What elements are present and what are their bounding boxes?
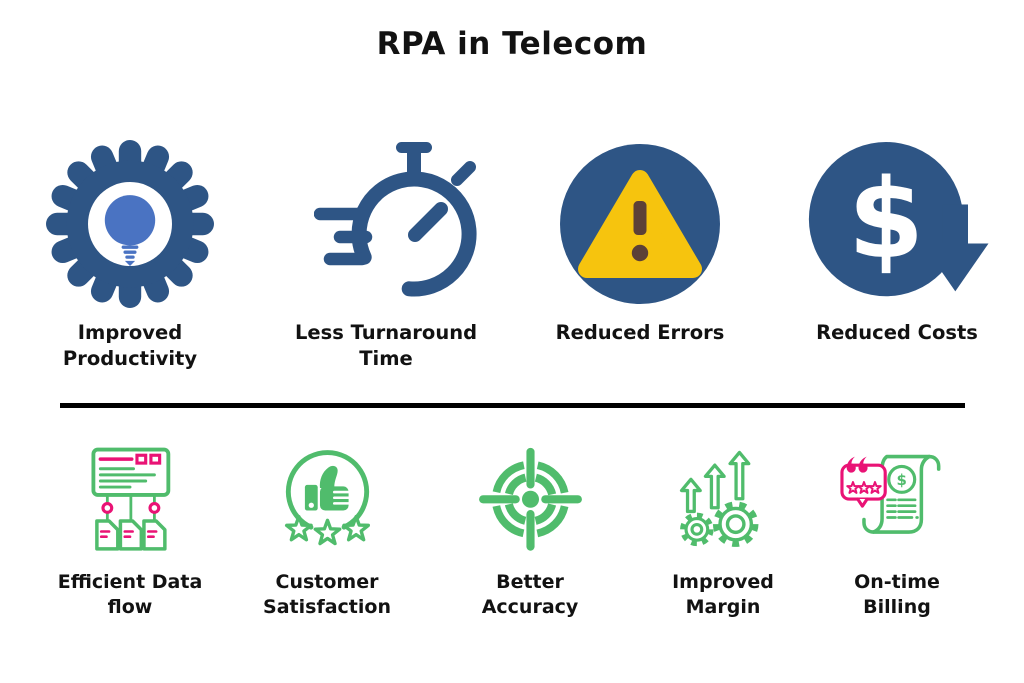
rating-stars [284, 514, 370, 545]
down-arrow [922, 204, 989, 292]
dollar-symbol: $ [848, 156, 924, 283]
document-nodes [95, 519, 167, 551]
item-label: Reduced Errors [555, 321, 725, 344]
stopwatch-needle [408, 202, 448, 242]
item-efficient-data-flow: Efficient Data flow [35, 442, 225, 619]
item-label: Efficient Data flow [57, 571, 203, 618]
item-label: Less Turnaround Time [294, 321, 478, 370]
target-icon [478, 447, 582, 551]
rising-arrows-gears-icon [679, 450, 759, 547]
item-reduced-costs: $ Reduced Costs [777, 130, 1017, 346]
growth-arrows [679, 450, 751, 514]
thumbs-up-glyph [304, 465, 350, 511]
speed-lines [314, 207, 373, 266]
item-better-accuracy: Better Accuracy [435, 442, 625, 619]
dollar-down-arrow-icon: $ [808, 142, 989, 297]
gear-lightbulb-icon [46, 140, 214, 308]
warning-triangle-icon [560, 144, 720, 304]
item-label: Better Accuracy [481, 571, 579, 618]
billing-receipt-icon: $ [840, 454, 941, 534]
lightbulb-glyph [104, 195, 156, 266]
item-reduced-errors: Reduced Errors [520, 130, 760, 346]
item-label: Reduced Costs [816, 321, 978, 344]
stopwatch-icon [314, 142, 477, 297]
dollar-symbol: $ [897, 471, 907, 489]
exclamation-glyph [631, 201, 649, 262]
page-title: RPA in Telecom [376, 26, 648, 62]
item-label: Improved Margin [672, 571, 774, 618]
item-improved-margin: Improved Margin [628, 442, 818, 619]
item-label: On-time Billing [854, 571, 940, 618]
item-less-turnaround-time: Less Turnaround Time [266, 130, 506, 371]
review-bubble [840, 456, 887, 508]
item-label: Improved Productivity [62, 321, 198, 370]
data-flow-icon [91, 447, 171, 551]
item-customer-satisfaction: Customer Satisfaction [232, 442, 422, 619]
thumbs-up-stars-icon [284, 449, 370, 545]
item-improved-productivity: Improved Productivity [10, 130, 250, 371]
item-label: Customer Satisfaction [263, 571, 391, 618]
item-on-time-billing: $ [802, 442, 992, 619]
section-divider [60, 403, 965, 408]
